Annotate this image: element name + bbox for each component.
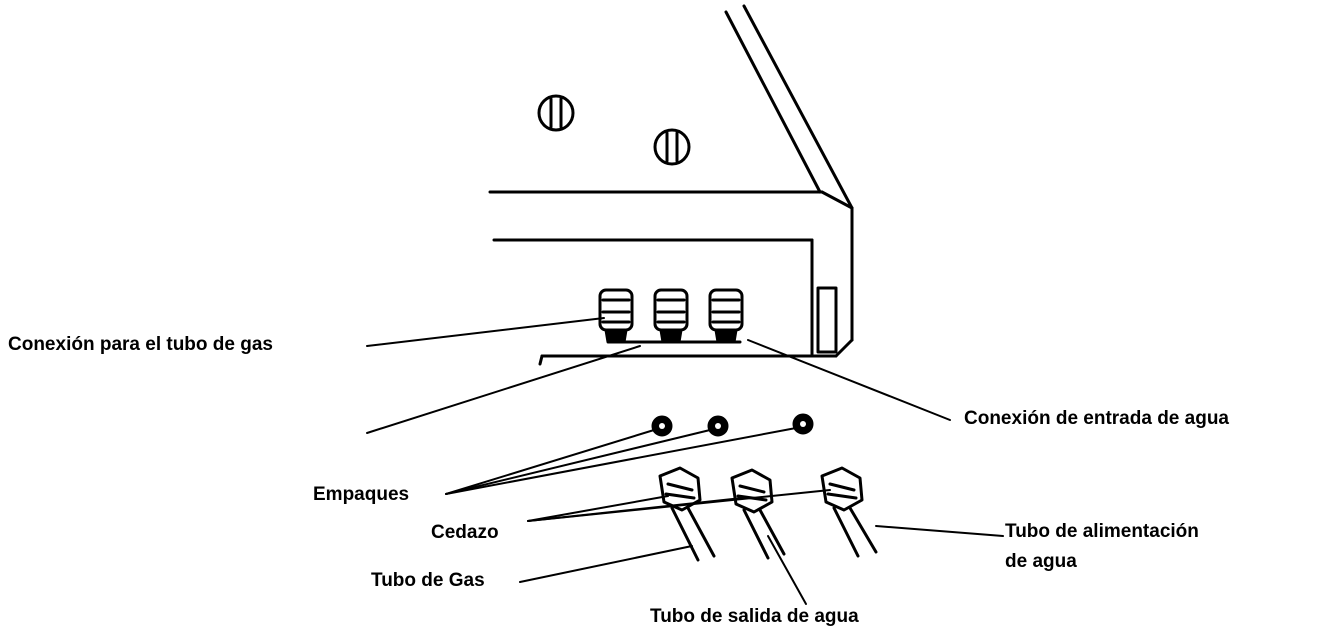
label-water-supply-tube-line1: Tubo de alimentación: [1005, 521, 1199, 542]
leader-gas-connection-2: [366, 345, 641, 434]
water-supply-tube-drawing: [832, 506, 878, 558]
label-gaskets: Empaques: [313, 484, 410, 505]
gas-tube-nut: [658, 466, 702, 512]
gasket-3: [792, 413, 814, 435]
leader-gasket-2: [445, 429, 711, 495]
label-gas-tube: Tubo de Gas: [371, 570, 485, 591]
leader-water-outlet-tube: [767, 535, 807, 605]
leader-strainer-1: [527, 495, 669, 522]
leader-strainer-3: [527, 489, 831, 522]
panel-screw-2: [653, 128, 691, 166]
leader-gasket-1: [445, 429, 655, 495]
label-strainer: Cedazo: [431, 522, 499, 543]
gas-tube-drawing: [670, 506, 716, 562]
leader-water-inlet: [747, 339, 951, 421]
panel-screw-1: [537, 94, 575, 132]
water-outlet-tube-drawing: [742, 508, 786, 560]
water-outlet-connection-fitting: [653, 288, 689, 344]
leader-water-supply-tube: [875, 525, 1004, 537]
gasket-2: [707, 415, 729, 437]
water-inlet-connection-fitting: [708, 288, 744, 344]
gasket-1: [651, 415, 673, 437]
leader-gasket-3: [445, 427, 797, 495]
leader-lines: [366, 317, 1004, 605]
water-supply-tube-nut: [820, 466, 864, 512]
label-water-outlet-tube: Tubo de salida de agua: [650, 606, 859, 627]
leader-gas-connection: [366, 317, 605, 347]
label-water-inlet-connection: Conexión de entrada de agua: [964, 408, 1229, 429]
heater-body-outline: [488, 4, 854, 366]
label-water-supply-tube-line2: de agua: [1005, 551, 1077, 572]
label-gas-connection: Conexión para el tubo de gas: [8, 334, 273, 355]
water-outlet-tube-nut: [730, 468, 774, 514]
leader-gas-tube: [519, 545, 693, 583]
gas-connection-fitting: [598, 288, 634, 344]
